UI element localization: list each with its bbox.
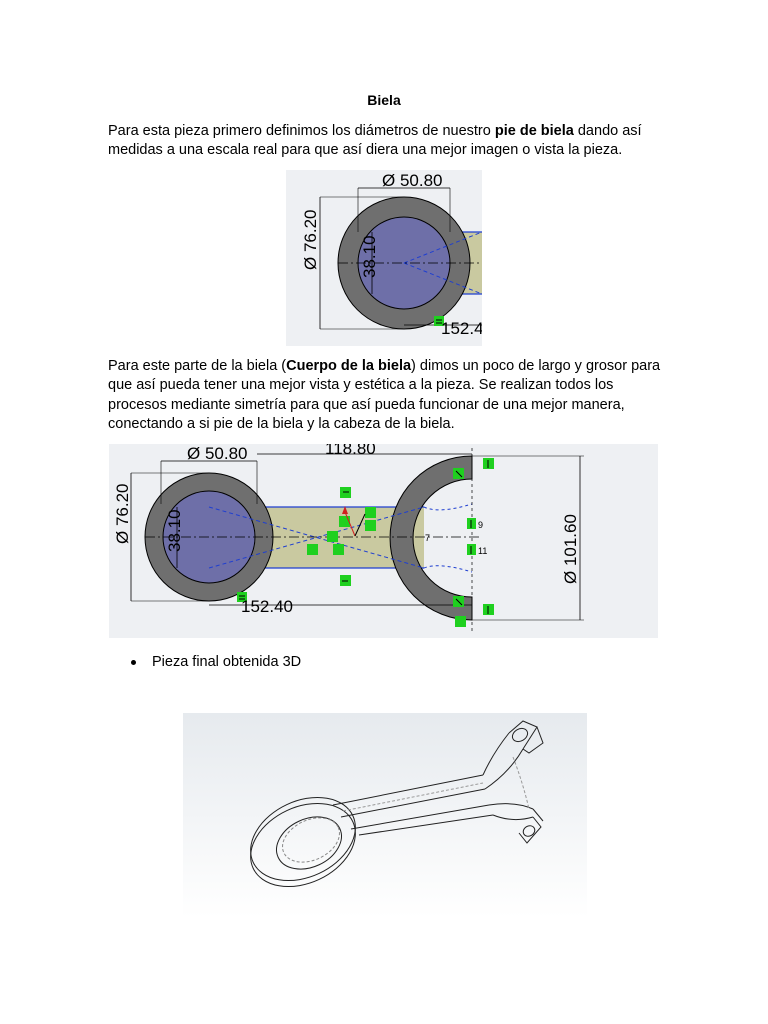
document-title: Biela — [367, 92, 401, 108]
bullet-dot-icon — [131, 660, 136, 665]
sketch-cuerpo-de-biela: Ø 50.80 118.80 Ø 76.20 38.10 152.40 Ø 10… — [109, 439, 658, 638]
paragraph-text: dando así medidas a una escala real para… — [108, 123, 642, 159]
dimension-height: 38.10 — [360, 235, 379, 278]
dimension-diameter-outer: Ø 76.20 — [301, 210, 320, 271]
dimension-length: 152.40 — [241, 597, 293, 616]
dimension-top: 118.80 — [325, 444, 376, 458]
dimension-diameter-inner: Ø 50.80 — [187, 444, 248, 463]
paragraph-bold-text: Cuerpo de la biela — [286, 358, 412, 374]
paragraph-bold-text: pie de biela — [494, 123, 574, 139]
paragraph-text: ) dimos un poco de largo y grosor para q… — [108, 358, 661, 433]
relation-label-7: 7 — [425, 533, 430, 543]
paragraph-cuerpo-de-biela: Para este parte de la biela (Cuerpo de l… — [108, 357, 668, 435]
dimension-diameter-head: Ø 101.60 — [561, 514, 580, 584]
sketch-pie-de-biela: Ø 50.80 Ø 76.20 38.10 152.4 — [286, 170, 484, 346]
paragraph-text: Para esta pieza primero definimos los di… — [108, 123, 495, 139]
dimension-height: 38.10 — [165, 509, 184, 552]
dimension-diameter-inner: Ø 50.80 — [382, 171, 443, 190]
render-3d-biela — [183, 713, 587, 918]
relation-label-9: 9 — [478, 520, 483, 530]
dimension-diameter-outer: Ø 76.20 — [113, 484, 132, 545]
dimension-length: 152.4 — [441, 319, 482, 338]
paragraph-pie-de-biela: Para esta pieza primero definimos los di… — [108, 122, 668, 161]
relation-label-11: 11 — [478, 546, 487, 556]
paragraph-text: Para este parte de la biela ( — [108, 358, 287, 374]
bullet-text: Pieza final obtenida 3D — [152, 654, 302, 670]
